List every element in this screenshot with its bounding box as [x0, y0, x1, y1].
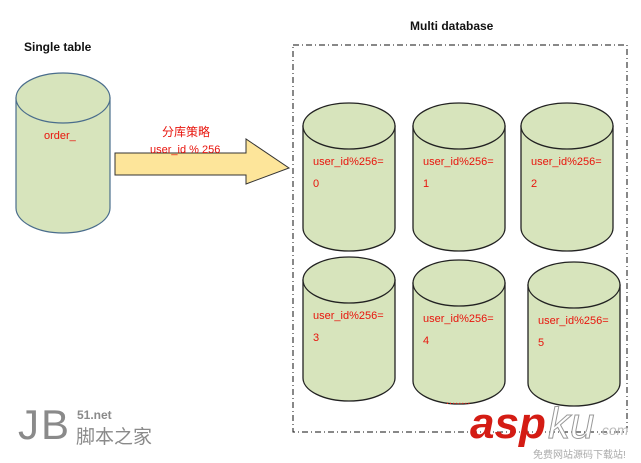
database-shard-number-4: 4	[423, 335, 430, 347]
sharding-arrow	[114, 138, 291, 185]
multi-database-title: Multi database	[410, 19, 494, 33]
database-label-0: user_id%256=	[313, 156, 384, 168]
database-cylinder-0	[302, 102, 396, 252]
database-cylinder-3	[302, 256, 396, 402]
jb51-domain: 51.net	[77, 408, 112, 422]
database-label-5: user_id%256=	[538, 315, 609, 327]
database-label-1: user_id%256=	[423, 156, 494, 168]
jb51-name: 脚本之家	[76, 427, 153, 448]
aspku-tagline: 免费网站源码下载站!	[533, 450, 626, 461]
source-table-cylinder	[15, 72, 111, 234]
aspku-logo-ku: ku	[547, 399, 595, 448]
jb51-logo-letters: JB	[18, 401, 72, 448]
database-shard-number-3: 3	[313, 332, 320, 344]
aspku-logo-asp: asp	[470, 399, 546, 448]
database-label-2: user_id%256=	[531, 156, 602, 168]
database-label-4: user_id%256=	[423, 313, 494, 325]
database-shard-number-5: 5	[538, 337, 545, 349]
database-cylinder-4	[412, 259, 506, 405]
more-databases-ellipsis: ........	[446, 395, 471, 407]
database-shard-number-0: 0	[313, 178, 320, 190]
database-shard-number-2: 2	[531, 178, 538, 190]
database-cylinder-2	[520, 102, 614, 252]
single-table-title: Single table	[24, 40, 92, 54]
source-table-label: order_	[44, 130, 76, 142]
database-cylinder-1	[412, 102, 506, 252]
formula-label: user_id % 256	[150, 144, 221, 156]
strategy-label: 分库策略	[162, 125, 211, 139]
database-label-3: user_id%256=	[313, 310, 384, 322]
database-shard-number-1: 1	[423, 178, 430, 190]
database-cylinder-5	[527, 261, 621, 407]
multi-database-boundary	[292, 44, 628, 433]
aspku-logo-com: .com	[598, 422, 629, 438]
